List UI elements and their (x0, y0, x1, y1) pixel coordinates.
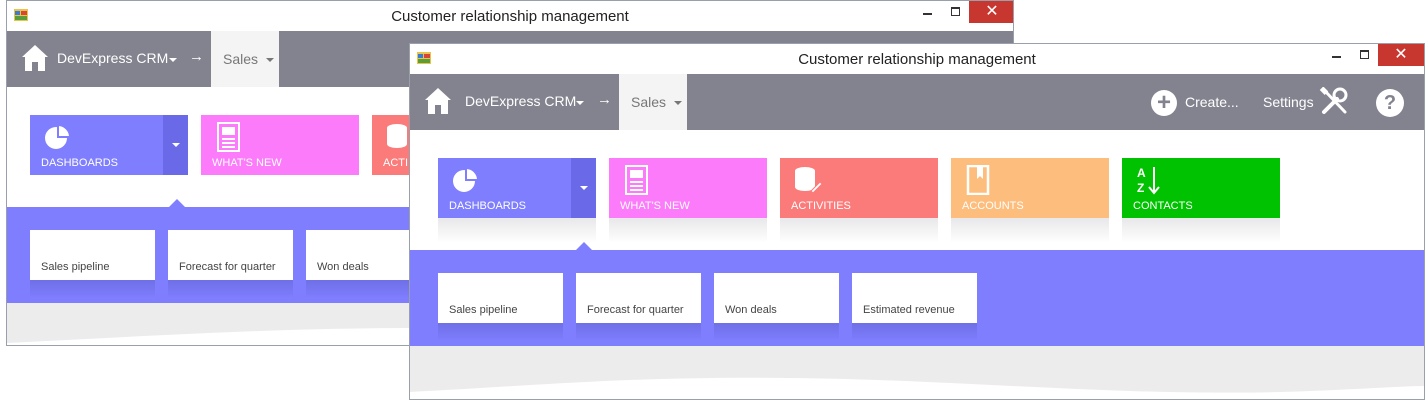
tile-label: WHAT'S NEW (620, 200, 690, 212)
tile-whats-new[interactable]: WHAT'S NEW (201, 115, 359, 175)
chevron-down-icon[interactable] (266, 58, 274, 62)
close-button[interactable]: ✕ (1378, 44, 1424, 66)
chevron-down-icon[interactable] (674, 101, 682, 105)
dashboard-card-forecast[interactable]: Forecast for quarter (168, 230, 293, 298)
home-icon[interactable] (424, 85, 452, 117)
module-tiles: DASHBOARDS WHAT'S NEW ACTIVITIES (410, 130, 1424, 246)
pie-chart-icon (453, 166, 480, 192)
tile-label: WHAT'S NEW (212, 157, 282, 169)
close-button[interactable]: ✕ (969, 1, 1013, 23)
chevron-down-icon[interactable] (169, 58, 177, 62)
sales-tab-label: Sales (223, 51, 259, 67)
tile-dashboards[interactable]: DASHBOARDS (30, 115, 188, 175)
tools-icon (1319, 87, 1348, 114)
card-label: Won deals (317, 261, 369, 273)
card-label: Estimated revenue (863, 304, 955, 316)
brand-menu[interactable]: DevExpress CRM (57, 50, 169, 66)
tile-label: DASHBOARDS (449, 200, 527, 212)
card-label: Forecast for quarter (179, 261, 276, 273)
tile-accounts[interactable]: ACCOUNTS (951, 158, 1109, 243)
maximize-button[interactable] (941, 1, 971, 23)
dashboard-card-sales-pipeline[interactable]: Sales pipeline (30, 230, 155, 298)
tile-contacts[interactable]: A Z CONTACTS (1122, 158, 1280, 243)
database-edit-icon (795, 167, 823, 194)
card-label: Sales pipeline (41, 261, 110, 273)
nav-bar: DevExpress CRM → Sales + Create... Setti… (410, 74, 1424, 130)
tile-dropdown-button[interactable] (163, 115, 188, 175)
panel-pointer (169, 199, 185, 207)
plus-icon: + (1151, 90, 1177, 116)
dashboard-card-forecast[interactable]: Forecast for quarter (576, 273, 701, 341)
dashboard-card-estimated-revenue[interactable]: Estimated revenue (852, 273, 977, 341)
newspaper-icon (625, 165, 648, 195)
window-title: Customer relationship management (798, 51, 1036, 68)
panel-pointer (576, 242, 592, 250)
card-label: Sales pipeline (449, 304, 518, 316)
tile-label: ACTI (383, 157, 409, 169)
home-icon[interactable] (21, 42, 49, 74)
title-bar: Customer relationship management ✕ (410, 44, 1424, 74)
maximize-button[interactable] (1350, 44, 1380, 66)
tile-activities[interactable]: ACTIVITIES (780, 158, 938, 243)
dashboards-panel: Sales pipeline Forecast for quarter Won … (410, 242, 1424, 346)
create-label: Create... (1185, 94, 1239, 110)
sales-tab[interactable]: Sales (211, 31, 279, 87)
arrow-right-icon: → (189, 48, 204, 65)
tile-label: CONTACTS (1133, 200, 1193, 212)
torn-edge (410, 377, 1424, 399)
sort-az-icon: A Z (1137, 166, 1160, 195)
pie-chart-icon (45, 123, 72, 149)
sales-tab[interactable]: Sales (619, 74, 687, 130)
chevron-down-icon[interactable] (576, 101, 584, 105)
tile-dropdown-button[interactable] (571, 158, 596, 218)
tile-dashboards[interactable]: DASHBOARDS (438, 158, 596, 243)
minimize-button[interactable] (913, 1, 943, 23)
card-label: Won deals (725, 304, 777, 316)
book-icon (966, 165, 990, 195)
title-bar: Customer relationship management ✕ (7, 1, 1013, 31)
minimize-button[interactable] (1322, 44, 1352, 66)
crm-window-foreground: Customer relationship management ✕ DevEx… (409, 43, 1425, 400)
tile-whats-new[interactable]: WHAT'S NEW (609, 158, 767, 243)
help-icon[interactable]: ? (1376, 89, 1404, 117)
svg-text:Z: Z (1137, 181, 1144, 195)
app-icon (417, 52, 431, 64)
newspaper-icon (217, 122, 240, 152)
window-title: Customer relationship management (391, 8, 629, 25)
tile-label: ACTIVITIES (791, 200, 851, 212)
card-label: Forecast for quarter (587, 304, 684, 316)
svg-text:A: A (1137, 166, 1146, 180)
database-edit-icon (387, 124, 407, 148)
arrow-right-icon: → (597, 91, 612, 108)
tile-label: DASHBOARDS (41, 157, 119, 169)
brand-menu[interactable]: DevExpress CRM (465, 93, 577, 109)
sales-tab-label: Sales (631, 94, 667, 110)
app-icon (14, 9, 28, 21)
tile-label: ACCOUNTS (962, 200, 1024, 212)
dashboard-card-won-deals[interactable]: Won deals (714, 273, 839, 341)
settings-label: Settings (1263, 94, 1314, 110)
dashboard-card-sales-pipeline[interactable]: Sales pipeline (438, 273, 563, 341)
